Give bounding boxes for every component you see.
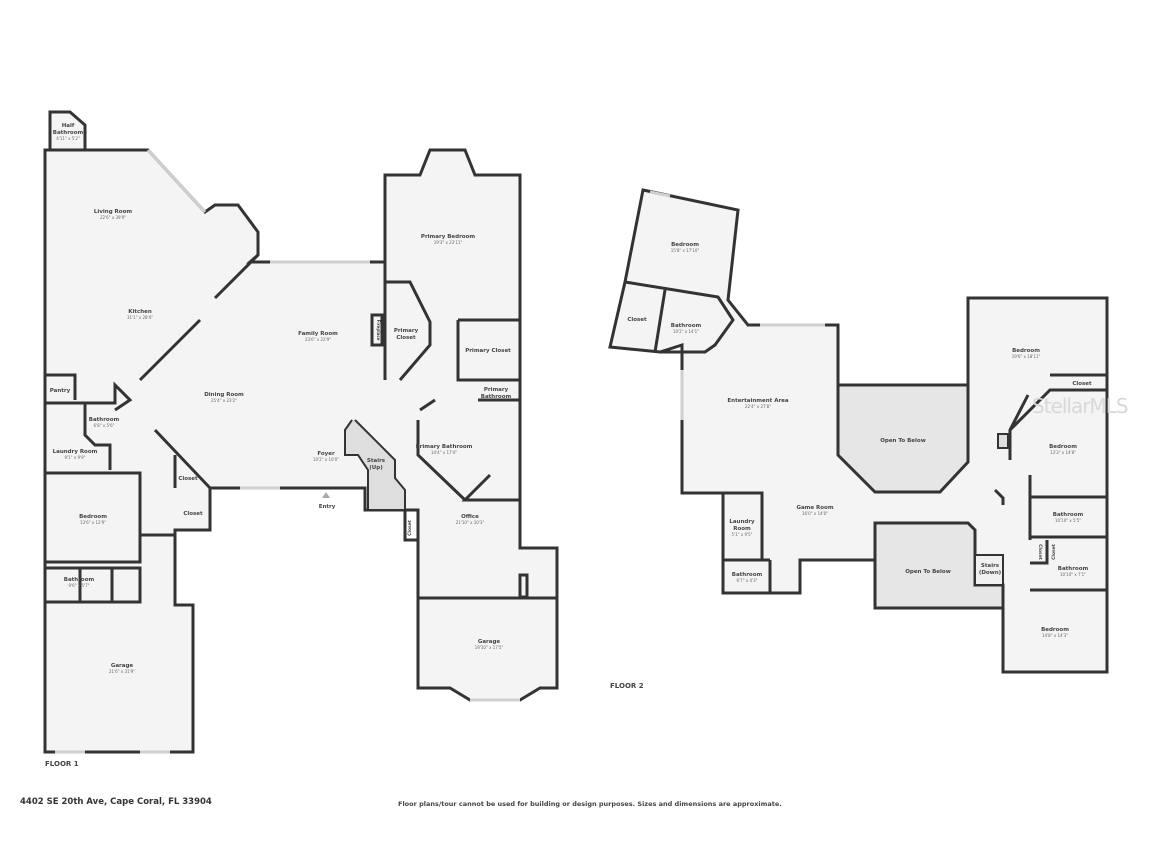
closet-vertical-a-label: Closet [1037,544,1043,561]
room-name: Primary Bedroom [421,234,475,240]
room-name: Room [733,526,751,532]
fireplace-label: Fireplace [376,320,381,341]
room-dimensions: 19'6" x 18'11" [1012,354,1041,359]
room-name: Bathroom [89,417,120,423]
floor-2-label: FLOOR 2 [610,682,644,690]
room-name: Primary Bathroom [416,444,473,450]
closet-vertical-b-label: Closet [1051,543,1057,560]
room-name: Closet [627,317,647,323]
room-name: Garage [111,663,134,669]
floor-1-outline [43,148,559,754]
room-name: Closet [178,476,198,482]
closet-vertical-label: Closet [407,519,413,536]
room-name: Primary Closet [465,348,511,354]
room-dimensions: 14'8" x 14'3" [1042,633,1068,638]
room-name: Bedroom [671,242,699,248]
room-dimensions: 21'10" x 10'3" [456,520,485,525]
room-name: Closet [1072,381,1092,387]
room-dimensions: 23'6" x 22'9" [305,337,331,342]
room-dimensions: 9'6" x 5'7" [69,583,90,588]
room-name: Bedroom [1049,444,1077,450]
room-dimensions: 15'8" x 17'10" [671,248,700,253]
room-name: Laundry Room [53,449,98,455]
room-name: Open To Below [905,569,951,575]
room-name: (Up) [369,465,383,471]
room-name: Open To Below [880,438,926,444]
room-name: Primary [484,387,509,393]
room-name: Dining Room [204,392,244,398]
room-name: Pantry [50,388,71,394]
room-dimensions: 10'10" x 5'5" [1055,518,1081,523]
room-name: Bedroom [79,514,107,520]
room-name: Garage [478,639,501,645]
room-name: Bathroom [481,394,512,400]
room-dimensions: 6'8" x 5'6" [94,423,115,428]
floor-1-label: FLOOR 1 [45,760,79,768]
room-name: Closet [183,511,203,517]
room-name: Stairs [981,563,1000,569]
room-name: Game Room [796,505,833,511]
room-dimensions: 25'4" x 23'2" [211,398,237,403]
room-dimensions: 31'1" x 28'4" [127,315,153,320]
room-name: Bathroom [1058,566,1089,572]
room-dimensions: 22'4" x 27'8" [745,404,771,409]
room-name: Closet [396,335,416,341]
room-name: Living Room [94,209,132,215]
room-dimensions: 6'7" x 4'3" [737,578,758,583]
room-name: Family Room [298,331,338,337]
room-dimensions: 10'2" x 10'0" [313,457,339,462]
room-dimensions: 21'6" x 31'9" [109,669,135,674]
room-dimensions: 13'3" x 14'8" [1050,450,1076,455]
room-name: Entertainment Area [727,398,789,404]
room-name: Office [461,514,479,520]
room-name: (Down) [979,570,1002,576]
room-dimensions: 22'6" x 39'9" [100,215,126,220]
room-name: Bathroom [732,572,763,578]
room-name: Bathroom [64,577,95,583]
room-dimensions: 9'1" x 9'9" [65,455,86,460]
room-name: Foyer [317,451,335,457]
stairs-down [974,554,1004,586]
room-dimensions: 16'0" x 14'0" [802,511,828,516]
room-dimensions: 19'3" x 23'11" [434,240,463,245]
room-name: Bathroom [671,323,702,329]
room-name: Bathroom [1053,512,1084,518]
room-name: Primary [394,328,419,334]
disclaimer: Floor plans/tour cannot be used for buil… [398,800,782,808]
room-name: Half [62,123,75,129]
watermark-logo: StellarMLS [1032,394,1129,418]
room-dimensions: 4'11" x 5'2" [56,136,80,141]
entry-arrow-icon [322,492,330,498]
room-name: Stairs [367,458,386,464]
entry-label: Entry [319,504,336,510]
property-address: 4402 SE 20th Ave, Cape Coral, FL 33904 [20,797,212,807]
room-dimensions: 13'6" x 12'9" [80,520,106,525]
half-bathroom-shape [48,110,87,152]
room-name: Laundry [729,519,755,525]
room-dimensions: 10'10" x 7'1" [1060,572,1086,577]
room-name: Kitchen [128,309,152,315]
room-name: Bathroom [53,130,84,136]
room-dimensions: 14'4" x 17'4" [431,450,457,455]
room-dimensions: 5'1" x 9'5" [732,532,753,537]
room-dimensions: 19'10" x 17'5" [475,645,504,650]
floor-1-plan [43,110,559,754]
floor-2-plan [608,188,1109,674]
room-name: Bedroom [1041,627,1069,633]
stairs-up [344,419,406,511]
fireplace [370,313,384,347]
room-name: Bedroom [1012,348,1040,354]
room-dimensions: 10'2" x 14'1" [673,329,699,334]
